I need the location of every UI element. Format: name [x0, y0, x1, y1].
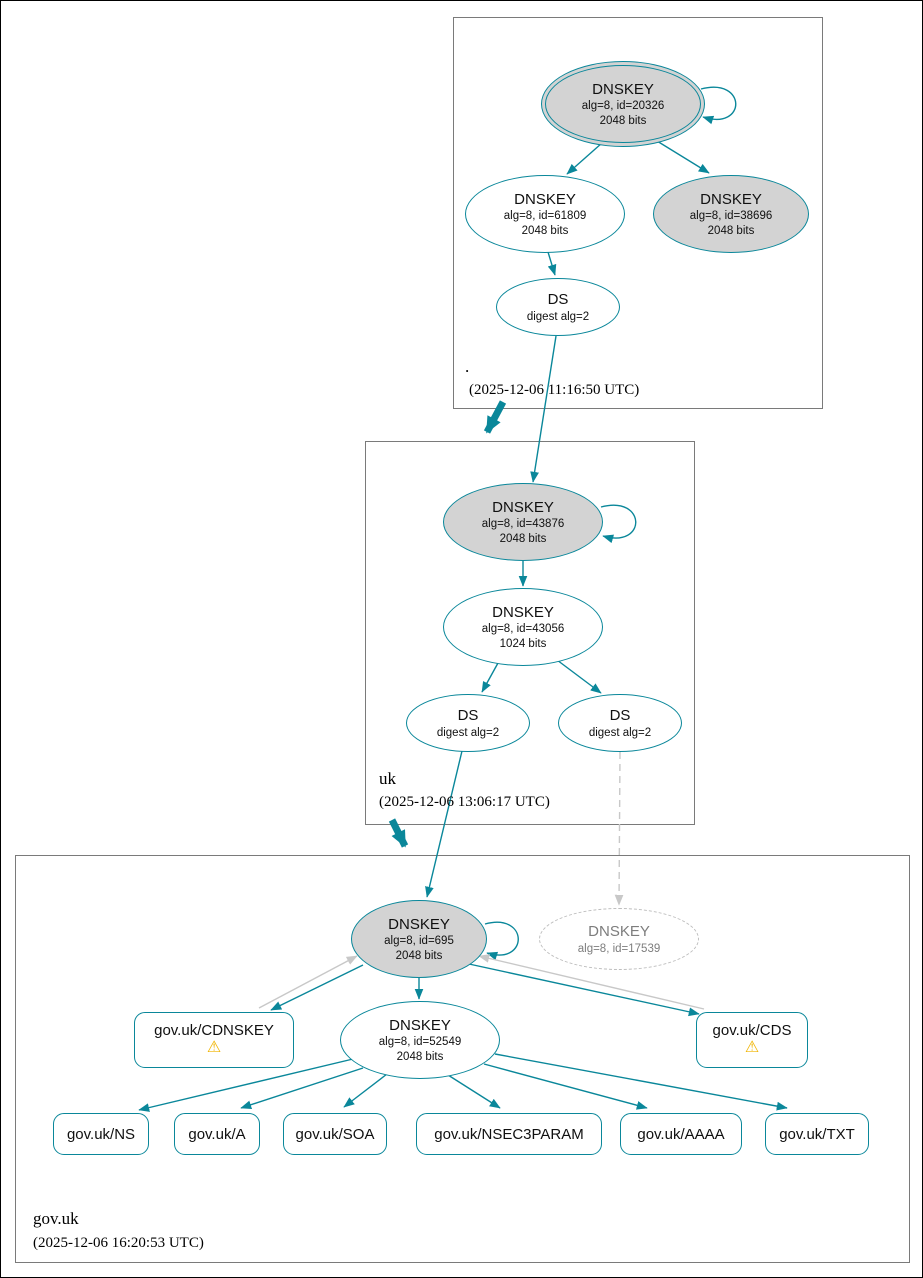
node-digest: digest alg=2 [588, 726, 652, 739]
dnskey-node-govuk-ksk-695[interactable]: DNSKEY alg=8, id=695 2048 bits [351, 900, 487, 978]
rrset-node-soa[interactable]: gov.uk/SOA [283, 1113, 387, 1155]
dnskey-node-root-zsk-61809[interactable]: DNSKEY alg=8, id=61809 2048 bits [465, 175, 625, 253]
node-alg-id: alg=8, id=20326 [581, 100, 665, 113]
rrset-node-cds[interactable]: gov.uk/CDS ⚠ [696, 1012, 808, 1068]
rrset-node-nsec3param[interactable]: gov.uk/NSEC3PARAM [416, 1113, 602, 1155]
node-bits: 2048 bits [599, 114, 647, 127]
ds-node-uk-2[interactable]: DS digest alg=2 [558, 694, 682, 752]
rrset-label: gov.uk/CDNSKEY [154, 1022, 274, 1040]
node-bits: 1024 bits [499, 637, 547, 650]
node-title: DNSKEY [492, 498, 554, 516]
node-alg-id: alg=8, id=38696 [689, 210, 773, 223]
node-digest: digest alg=2 [436, 726, 500, 739]
node-title: DNSKEY [592, 80, 654, 98]
node-alg-id: alg=8, id=17539 [577, 942, 661, 955]
warning-icon: ⚠ [206, 1039, 222, 1057]
rrset-label: gov.uk/CDS [712, 1022, 792, 1040]
node-title: DNSKEY [700, 190, 762, 208]
rrset-node-cdnskey[interactable]: gov.uk/CDNSKEY ⚠ [134, 1012, 294, 1068]
zone-box-uk [365, 441, 695, 825]
node-alg-id: alg=8, id=61809 [503, 210, 587, 223]
dnskey-node-uk-zsk-43056[interactable]: DNSKEY alg=8, id=43056 1024 bits [443, 588, 603, 666]
rrset-label: gov.uk/AAAA [637, 1125, 725, 1143]
node-title: DNSKEY [388, 915, 450, 933]
warning-icon: ⚠ [744, 1039, 760, 1057]
rrset-label: gov.uk/NSEC3PARAM [434, 1125, 584, 1143]
node-title: DS [457, 707, 479, 725]
node-title: DNSKEY [514, 190, 576, 208]
node-digest: digest alg=2 [526, 310, 590, 323]
zone-label-uk: uk [379, 769, 396, 788]
dnskey-node-govuk-zsk-52549[interactable]: DNSKEY alg=8, id=52549 2048 bits [340, 1001, 500, 1079]
rrset-node-a[interactable]: gov.uk/A [174, 1113, 260, 1155]
node-bits: 2048 bits [499, 532, 547, 545]
rrset-node-txt[interactable]: gov.uk/TXT [765, 1113, 869, 1155]
dnskey-node-root-ksk-20326[interactable]: DNSKEY alg=8, id=20326 2048 bits [541, 61, 705, 147]
ds-node-root[interactable]: DS digest alg=2 [496, 278, 620, 336]
zone-timestamp-uk: (2025-12-06 13:06:17 UTC) [379, 794, 550, 810]
dnskey-node-govuk-missing-17539[interactable]: DNSKEY alg=8, id=17539 [539, 908, 699, 970]
node-alg-id: alg=8, id=695 [384, 935, 454, 948]
node-title: DS [609, 707, 631, 725]
node-alg-id: alg=8, id=52549 [378, 1036, 462, 1049]
zone-label-root: . [465, 357, 470, 376]
dnskey-node-uk-ksk-43876[interactable]: DNSKEY alg=8, id=43876 2048 bits [443, 483, 603, 561]
zone-timestamp-govuk: (2025-12-06 16:20:53 UTC) [33, 1235, 204, 1251]
rrset-node-aaaa[interactable]: gov.uk/AAAA [620, 1113, 742, 1155]
node-bits: 2048 bits [396, 1050, 444, 1063]
dnskey-node-root-ksk-38696[interactable]: DNSKEY alg=8, id=38696 2048 bits [653, 175, 809, 253]
rrset-label: gov.uk/NS [66, 1125, 136, 1143]
node-title: DNSKEY [588, 923, 650, 941]
zone-box-root [453, 17, 823, 409]
node-bits: 2048 bits [521, 224, 569, 237]
rrset-label: gov.uk/A [188, 1125, 246, 1143]
node-title: DNSKEY [389, 1016, 451, 1034]
node-bits: 2048 bits [395, 949, 443, 962]
ds-node-uk-1[interactable]: DS digest alg=2 [406, 694, 530, 752]
rrset-node-ns[interactable]: gov.uk/NS [53, 1113, 149, 1155]
node-title: DNSKEY [492, 603, 554, 621]
rrset-label: gov.uk/SOA [295, 1125, 375, 1143]
node-alg-id: alg=8, id=43876 [481, 518, 565, 531]
zone-label-govuk: gov.uk [33, 1209, 79, 1228]
node-alg-id: alg=8, id=43056 [481, 623, 565, 636]
node-bits: 2048 bits [707, 224, 755, 237]
zone-timestamp-root: (2025-12-06 11:16:50 UTC) [469, 382, 640, 398]
node-title: DS [547, 291, 569, 309]
rrset-label: gov.uk/TXT [779, 1125, 855, 1143]
